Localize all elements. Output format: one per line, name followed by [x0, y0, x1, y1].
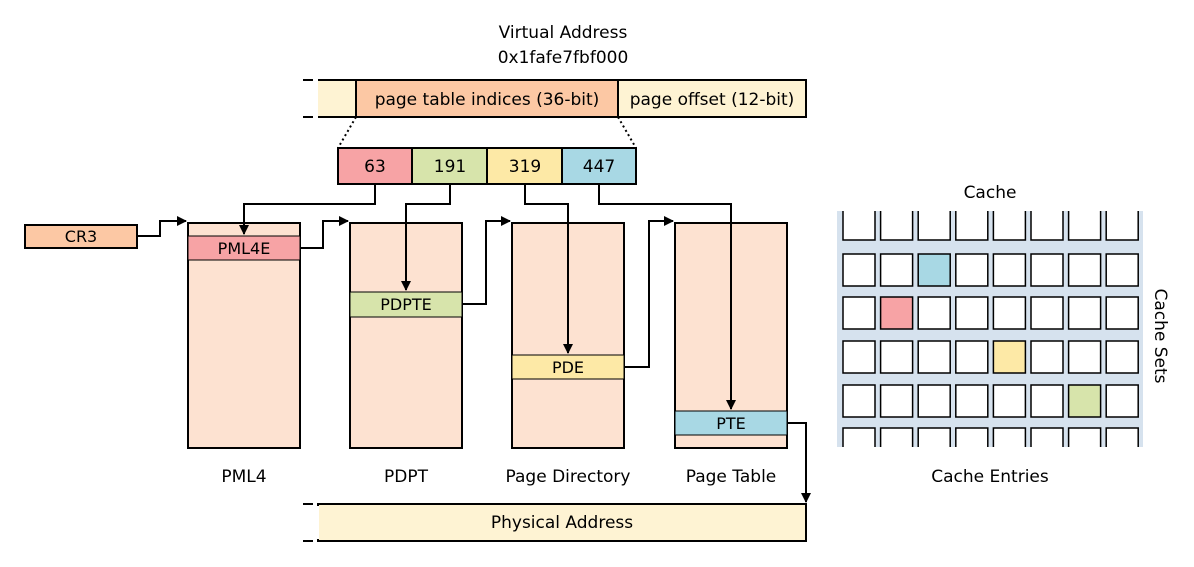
table-page-directory-label: Page Directory	[506, 467, 631, 487]
cache-title: Cache	[964, 183, 1017, 203]
arrow-pdpte-to-pd	[462, 216, 511, 305]
cache-entry	[879, 340, 914, 374]
entry-pde-label: PDE	[552, 358, 584, 377]
cache-entry	[917, 427, 951, 449]
cache-sets-label: Cache Sets	[1150, 288, 1170, 383]
index-value-pd: 319	[509, 157, 541, 177]
cache-entry	[917, 253, 951, 287]
arrow-pml4e-to-pdpt	[300, 216, 349, 249]
cache-entry	[917, 209, 951, 241]
index-boxes: 63 191 319 447	[337, 147, 637, 185]
cache-entry	[1067, 384, 1102, 418]
physical-address-bar: Physical Address	[303, 503, 807, 542]
cache-entry	[1105, 253, 1139, 287]
cache-entry	[992, 384, 1027, 418]
cache-entry	[1067, 340, 1102, 374]
arrow-cr3-to-pml4	[137, 216, 187, 237]
index-value-pdpt: 191	[434, 157, 466, 177]
cache-entry	[1030, 384, 1064, 418]
table-pml4-label: PML4	[221, 467, 266, 487]
cache-entry	[1067, 296, 1102, 330]
cache-entry	[842, 209, 876, 241]
cache-entry	[1030, 427, 1064, 449]
entry-pde	[511, 354, 625, 380]
cache-entry	[1067, 253, 1102, 287]
index-value-pml4: 63	[364, 157, 386, 177]
page-offset-segment	[617, 79, 807, 118]
cache-entry	[955, 296, 989, 330]
arrow-pte-to-physical	[787, 422, 811, 503]
cache-entry	[879, 427, 914, 449]
arrow-index-to-pde	[524, 184, 573, 354]
page-table-indices-label: page table indices (36-bit)	[375, 90, 600, 110]
entry-pml4e-label: PML4E	[218, 239, 271, 258]
cache-grid	[835, 205, 1147, 453]
cache-entry	[1030, 340, 1064, 374]
physical-address-label: Physical Address	[491, 513, 633, 533]
cache-entry	[1067, 209, 1102, 241]
table-pml4: PML4E PML4	[187, 222, 301, 487]
arrow-index-to-pml4e	[239, 184, 376, 235]
index-box-pt	[561, 147, 637, 185]
cache-entry	[955, 253, 989, 287]
walk-arrows	[137, 184, 811, 503]
virtual-address-value: 0x1fafe7fbf000	[498, 48, 629, 68]
index-value-pt: 447	[583, 157, 615, 177]
cache-entry	[842, 384, 876, 418]
cache-entry	[1067, 427, 1102, 449]
expansion-line-left	[337, 116, 357, 149]
cache-entry	[1105, 427, 1139, 449]
cache-entry	[992, 340, 1027, 374]
cache-entry	[992, 209, 1027, 241]
cache-entry	[955, 209, 989, 241]
cache-entry	[992, 296, 1027, 330]
arrow-pde-to-pt	[624, 216, 674, 368]
cache-entry	[879, 209, 914, 241]
cr3-label: CR3	[65, 227, 97, 246]
cache-entry	[879, 296, 914, 330]
cache-entry	[1030, 209, 1064, 241]
cache-entry	[842, 427, 876, 449]
table-pdpt-label: PDPT	[384, 467, 429, 487]
entry-pte-label: PTE	[716, 414, 746, 433]
cache-entry	[955, 340, 989, 374]
virtual-address-bar: page table indices (36-bit) page offset …	[303, 79, 807, 118]
virtual-address-title: Virtual Address	[499, 23, 628, 43]
cache-entry	[917, 384, 951, 418]
cache-entry	[842, 253, 876, 287]
cache-entry	[1105, 209, 1139, 241]
arrow-index-to-pte	[598, 184, 736, 410]
entry-pte	[674, 410, 788, 436]
cache-entries-label: Cache Entries	[931, 467, 1049, 487]
table-page-table-label: Page Table	[686, 467, 777, 487]
cache-entry	[1030, 296, 1064, 330]
cache-entry	[1105, 340, 1139, 374]
cache-entry	[879, 253, 914, 287]
entry-pdpte-label: PDPTE	[380, 295, 432, 314]
cache-entry	[842, 296, 876, 330]
index-box-pml4	[337, 147, 413, 185]
arrow-index-to-pdpte	[401, 184, 451, 291]
cache-entry	[955, 427, 989, 449]
cache-entry	[1105, 296, 1139, 330]
cache-entry	[1105, 384, 1139, 418]
cache-entry	[917, 296, 951, 330]
page-offset-label: page offset (12-bit)	[630, 90, 795, 110]
cache-entry	[842, 340, 876, 374]
page-table-indices-segment	[355, 79, 619, 118]
cache-entry	[1030, 253, 1064, 287]
cache-edge-mask	[835, 447, 1147, 453]
cache-edge-mask	[835, 205, 1147, 211]
cache-entry	[992, 427, 1027, 449]
cache-entry	[955, 384, 989, 418]
cache-entry	[992, 253, 1027, 287]
expansion-line-right	[617, 116, 637, 149]
cache-entry	[917, 340, 951, 374]
cache-entry	[879, 384, 914, 418]
